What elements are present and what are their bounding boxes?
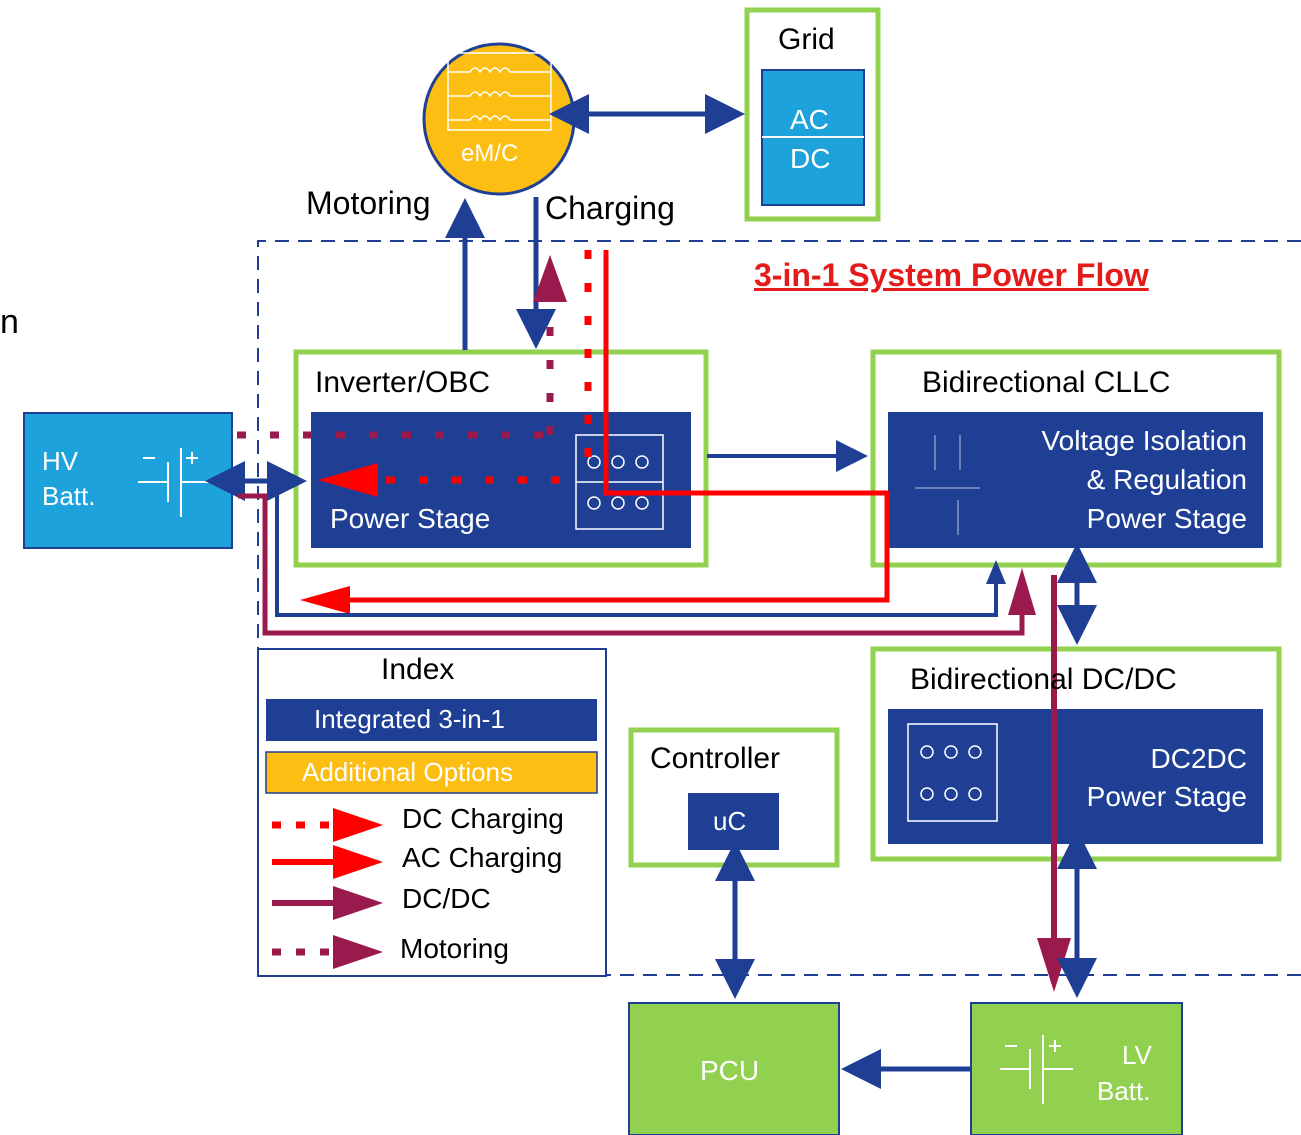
cllc-stage — [888, 412, 1263, 548]
battery-icon — [1000, 1035, 1073, 1104]
grid-ac-label: AC — [790, 104, 829, 135]
edge-fragment: n — [0, 303, 19, 341]
uc-chip — [688, 793, 779, 850]
legend-dc-charging-arrow — [333, 808, 383, 842]
cllc-label-3: Power Stage — [1086, 503, 1247, 534]
legend-ac-charging-label: AC Charging — [402, 842, 563, 873]
dcdc-label-1: DC2DC — [1150, 743, 1247, 774]
mosfet-array-icon — [907, 723, 998, 822]
index-title: Index — [381, 653, 455, 686]
dcdc-stage — [888, 709, 1263, 844]
cllc-label-1: Voltage Isolation — [1041, 425, 1248, 456]
hv-battery-label-2: Batt. — [42, 481, 96, 511]
legend-ac-charging-arrow — [333, 845, 383, 879]
grid-dc-label: DC — [790, 143, 831, 174]
system-boundary — [257, 240, 1301, 976]
inverter-stage-label: Power Stage — [330, 503, 491, 534]
hv-battery-label-1: HV — [42, 446, 79, 476]
index-additional-swatch — [265, 751, 598, 794]
lv-battery-label-2: Batt. — [1097, 1076, 1151, 1106]
mosfet-array-icon — [575, 434, 664, 530]
charging-flow-label: Charging — [545, 190, 675, 226]
legend-motoring-label: Motoring — [400, 933, 509, 964]
legend-dcdc-label: DC/DC — [402, 883, 491, 914]
dcdc-label-2: Power Stage — [1086, 781, 1247, 812]
pcu-block — [628, 1002, 840, 1135]
index-integrated-swatch — [266, 699, 597, 741]
inverter-title: Inverter/OBC — [315, 366, 491, 399]
grid-title: Grid — [778, 23, 835, 56]
motor-label: eM/C — [461, 140, 519, 167]
dcdc-title: Bidirectional DC/DC — [910, 663, 1177, 696]
coil-icon — [447, 52, 552, 131]
cllc-title: Bidirectional CLLC — [922, 366, 1171, 399]
uc-label: uC — [713, 806, 747, 836]
legend-motoring-arrow — [333, 935, 383, 969]
index-integrated-label: Integrated 3-in-1 — [314, 704, 505, 734]
index-additional-label: Additional Options — [302, 757, 514, 787]
cllc-label-2: & Regulation — [1086, 464, 1247, 495]
legend-dc-charging-label: DC Charging — [402, 803, 564, 834]
pcu-label: PCU — [700, 1055, 760, 1086]
transformer-icon — [915, 435, 980, 535]
motoring-flow-label: Motoring — [306, 185, 431, 221]
legend-dcdc-arrow — [333, 886, 383, 920]
controller-title: Controller — [650, 742, 781, 775]
lv-battery-label-1: LV — [1122, 1040, 1152, 1070]
diagram-title: 3-in-1 System Power Flow — [754, 257, 1149, 293]
